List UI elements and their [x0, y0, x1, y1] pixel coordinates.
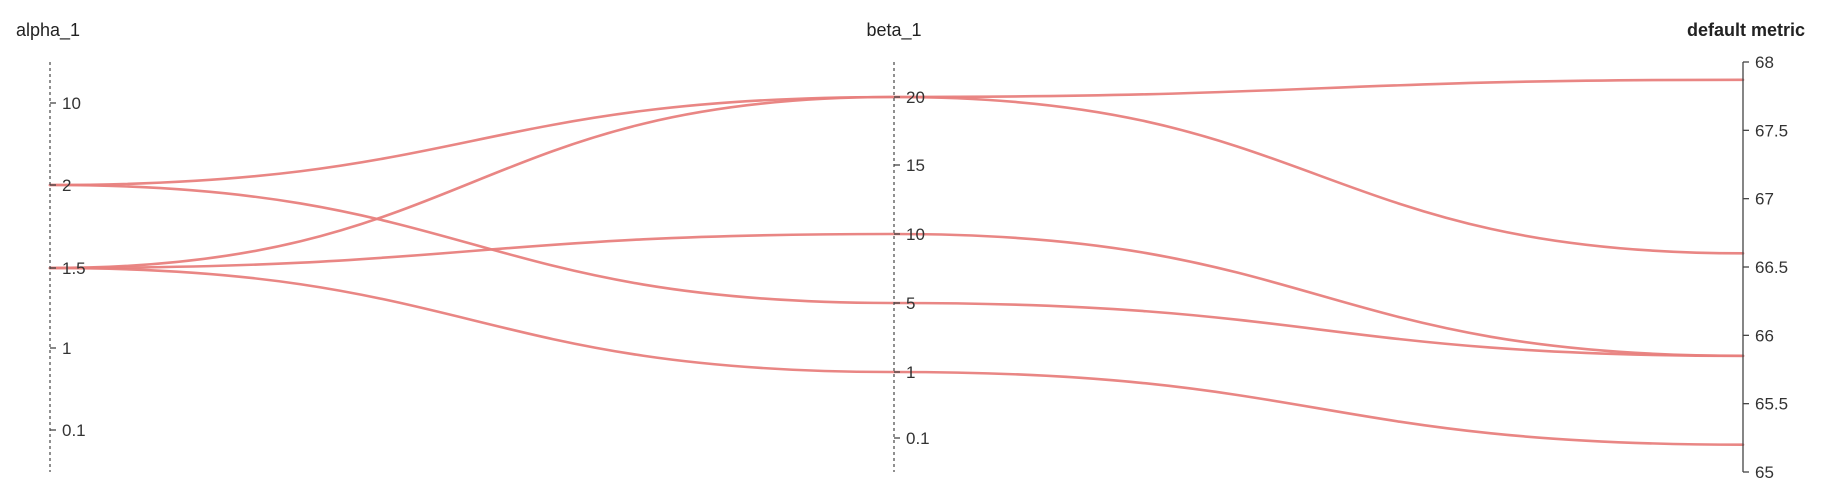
axis-alpha-1: alpha_1 10 2 1.5 1 0.1	[16, 20, 86, 472]
series-line-4[interactable]	[48, 183, 1745, 358]
series-line-1[interactable]	[48, 78, 1745, 187]
series-line-5[interactable]	[48, 266, 1745, 446]
tick-label: 68	[1755, 53, 1774, 72]
tick-label: 1	[62, 339, 71, 358]
axis-title: default metric	[1687, 20, 1805, 40]
tick-label: 67.5	[1755, 121, 1788, 140]
series-lines	[48, 78, 1745, 446]
axis-beta-1: beta_1 20 15 10 5 1 0.1	[866, 20, 930, 472]
axis-title: beta_1	[866, 20, 921, 41]
tick-label: 67	[1755, 190, 1774, 209]
tick-label: 65	[1755, 463, 1774, 482]
tick-label: 0.1	[62, 421, 86, 440]
axis-default-metric: default metric 68 67.5 67 66.5 66 65.5 65	[1687, 20, 1805, 482]
tick-label: 10	[62, 94, 81, 113]
tick-label: 65.5	[1755, 395, 1788, 414]
tick-label: 66.5	[1755, 258, 1788, 277]
tick-label: 20	[906, 88, 925, 107]
tick-label: 1.5	[62, 259, 86, 278]
series-line-2[interactable]	[48, 95, 1745, 270]
tick-label: 66	[1755, 326, 1774, 345]
tick-label: 0.1	[906, 429, 930, 448]
axis-title: alpha_1	[16, 20, 80, 41]
tick-label: 2	[62, 176, 71, 195]
tick-label: 1	[906, 363, 915, 382]
tick-label: 15	[906, 156, 925, 175]
series-line-3[interactable]	[48, 232, 1745, 358]
tick-label: 5	[906, 294, 915, 313]
tick-label: 10	[906, 225, 925, 244]
